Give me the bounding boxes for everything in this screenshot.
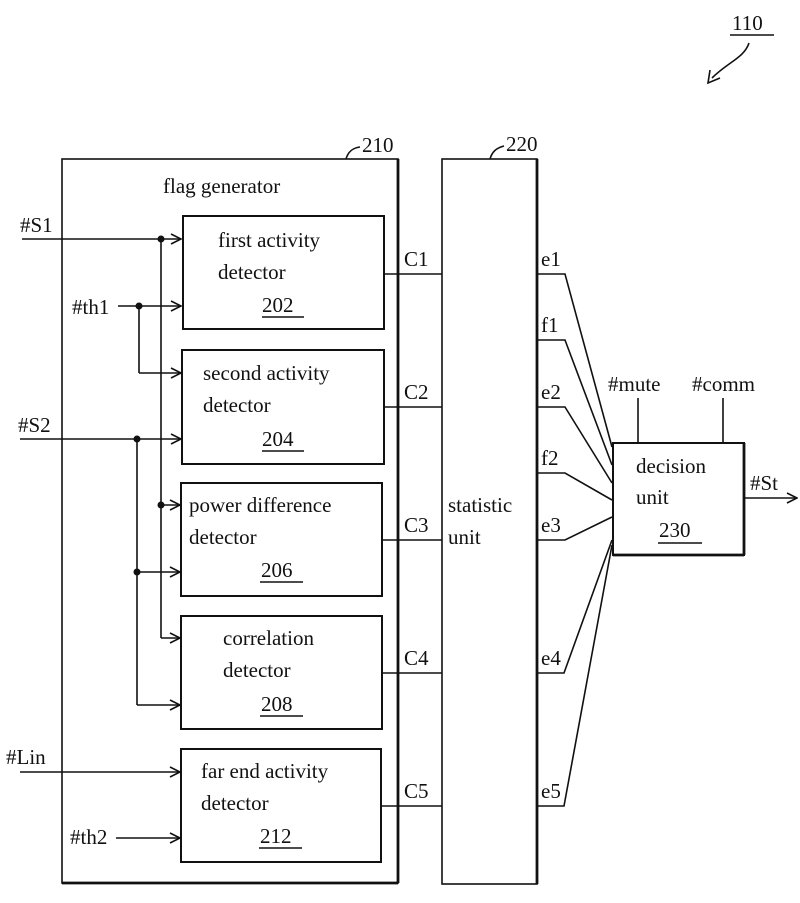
statistic-unit-line2: unit (448, 525, 481, 549)
statistic-unit-box (442, 159, 537, 884)
signal-c4-label: C4 (404, 646, 429, 670)
signal-c1-label: C1 (404, 247, 429, 271)
detector-202-ref: 202 (262, 293, 294, 317)
detector-204-ref: 204 (262, 427, 294, 451)
signal-f1-label: f1 (541, 313, 559, 337)
detector-204-line2: detector (203, 393, 271, 417)
input-lin-label: #Lin (6, 745, 46, 769)
detector-202: first activity detector 202 (183, 216, 384, 329)
input-s2-label: #S2 (18, 413, 51, 437)
detector-208-line2: detector (223, 658, 291, 682)
signal-c5-label: C5 (404, 779, 429, 803)
detector-206: power difference detector 206 (181, 483, 382, 596)
statistic-unit-line1: statistic (448, 493, 512, 517)
decision-unit: decision unit 230 #mute #comm #St (608, 372, 797, 555)
signal-f2-label: f2 (541, 446, 559, 470)
signal-c2-label: C2 (404, 380, 429, 404)
input-th1-label: #th1 (72, 295, 109, 319)
flag-generator-leader (346, 147, 360, 159)
statistic-unit: 220 statistic unit (442, 132, 538, 884)
signal-e4-label: e4 (541, 646, 561, 670)
wire-e2 (538, 407, 612, 483)
signal-e2-label: e2 (541, 380, 561, 404)
detector-206-line1: power difference (189, 493, 331, 517)
input-comm-label: #comm (692, 372, 755, 396)
decision-unit-line2: unit (636, 485, 669, 509)
statistic-unit-ref: 220 (506, 132, 538, 156)
wire-e5 (538, 545, 612, 806)
flag-generator-ref: 210 (362, 133, 394, 157)
detector-202-line2: detector (218, 260, 286, 284)
detector-212-line1: far end activity (201, 759, 329, 783)
detector-208-ref: 208 (261, 692, 293, 716)
detector-212-line2: detector (201, 791, 269, 815)
detector-212-ref: 212 (260, 824, 292, 848)
figure-ref-label: 110 (732, 11, 763, 35)
decision-unit-ref: 230 (659, 518, 691, 542)
wire-e1 (538, 274, 612, 447)
signal-e1-label: e1 (541, 247, 561, 271)
decision-unit-line1: decision (636, 454, 706, 478)
detector-204: second activity detector 204 (182, 350, 384, 464)
output-st-label: #St (750, 471, 778, 495)
signal-e3-label: e3 (541, 513, 561, 537)
wire-f2 (538, 473, 612, 500)
detector-202-line1: first activity (218, 228, 321, 252)
signal-c3-label: C3 (404, 513, 429, 537)
input-mute-label: #mute (608, 372, 661, 396)
detector-212: far end activity detector 212 (181, 749, 381, 862)
figure-reference: 110 (708, 11, 774, 83)
figure-ref-arrow (712, 43, 749, 78)
detector-206-line2: detector (189, 525, 257, 549)
input-s1-label: #S1 (20, 213, 53, 237)
detector-208-line1: correlation (223, 626, 314, 650)
detector-204-line1: second activity (203, 361, 330, 385)
detector-206-ref: 206 (261, 558, 293, 582)
statistic-outputs: e1 f1 e2 f2 e3 e4 e5 (538, 247, 612, 806)
detector-208: correlation detector 208 (181, 616, 382, 729)
statistic-unit-leader (490, 146, 504, 159)
input-th2-label: #th2 (70, 825, 107, 849)
flag-generator-title: flag generator (163, 174, 280, 198)
c-signals: C1 C2 C3 C4 C5 (381, 247, 442, 806)
signal-e5-label: e5 (541, 779, 561, 803)
